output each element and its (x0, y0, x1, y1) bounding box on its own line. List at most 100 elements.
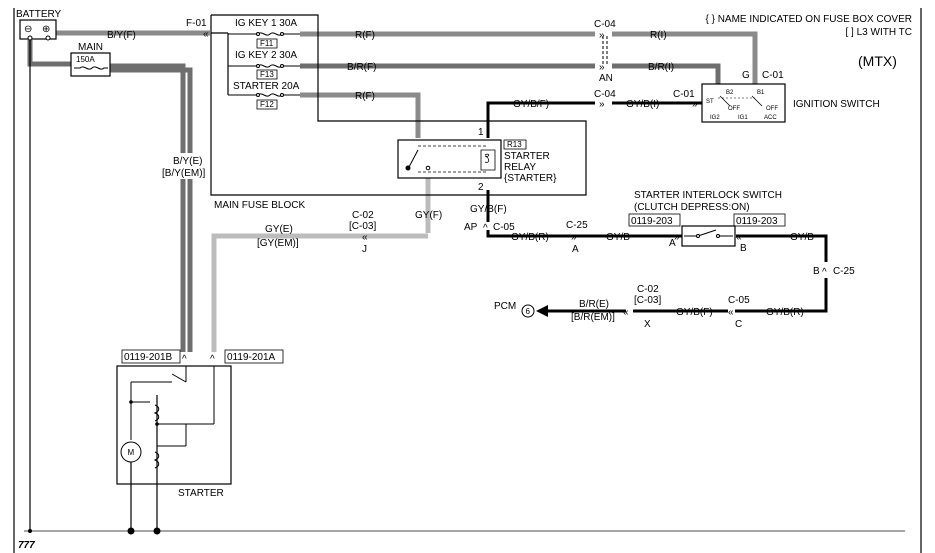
wire-label-c-pin: C (735, 319, 742, 330)
wire-label-gyb-left: GY/B (606, 232, 630, 243)
wire-label-c03-top: [C-03] (349, 221, 376, 232)
main-fuse-label: MAIN (78, 42, 103, 53)
wire-label-bye: B/Y(E) (173, 156, 202, 167)
f11-label: F11 (260, 39, 274, 48)
f13-box (256, 69, 278, 80)
interlock-conn-left-mark: » (674, 232, 680, 243)
battery-neg-icon: ⊖ (24, 24, 32, 35)
r13-label: R13 (507, 140, 522, 149)
connector-c01-mid-mark: » (692, 99, 698, 110)
wire-label-brem: [B/R(EM)] (571, 312, 615, 323)
starter-coil-icon-2 (153, 451, 160, 469)
wire-label-gybi: GY/B(I) (626, 99, 659, 110)
ign-st: ST (706, 99, 714, 105)
starter-fuse-icon (257, 93, 300, 97)
wire-label-an: AN (599, 73, 613, 84)
wire-label-gyf: GY(F) (415, 210, 442, 221)
wire-label-bre: B/R(E) (579, 299, 609, 310)
wire-label-rf-top: R(F) (355, 30, 375, 41)
battery-pos-icon: ⊕ (42, 24, 50, 35)
wire-gybr-left (486, 230, 682, 238)
wire-label-byem: [B/Y(EM)] (162, 168, 206, 179)
wire-label-brf: B/R(F) (347, 62, 376, 73)
connector-c25-left-mark: » (571, 232, 577, 243)
interlock-pin-a: A (669, 238, 676, 249)
connector-f01-mark: « (203, 29, 209, 40)
interlock-switch-arm (697, 229, 717, 237)
pcm-pin-circle (521, 304, 535, 318)
wire-rf-starter (300, 92, 421, 138)
wire-ri (612, 31, 758, 85)
ground-junction-2 (153, 527, 161, 535)
battery-label: BATTERY (16, 9, 62, 20)
connector-c04-brf-mark: » (599, 62, 605, 73)
wire-bri (612, 63, 721, 85)
wire-label-gybf-down: GY/B(F) (470, 204, 507, 215)
starter-conn-b-box (121, 349, 181, 364)
connector-c02-top-mark: « (362, 232, 368, 243)
ig-key2-label: IG KEY 2 30A (235, 50, 297, 61)
wire-label-bri: B/R(I) (648, 62, 674, 73)
wire-label-c04-mid: C-04 (594, 89, 616, 100)
ign-acc: ACC (764, 115, 777, 121)
wire-label-gybf-bottom: GY/B(F) (676, 307, 713, 318)
wire-main-down-2 (110, 67, 193, 352)
connector-c05-right-mark: « (728, 307, 734, 318)
starter-coil-icon-1 (153, 404, 160, 422)
relay-pin2: 2 (478, 182, 484, 193)
wire-label-j: J (362, 244, 367, 255)
relay-coil-icon (480, 149, 496, 171)
connector-c04-mid-mark: » (599, 99, 605, 110)
main-fuse-rating: 150A (76, 55, 95, 64)
f11-box (256, 38, 278, 49)
relay-contact (425, 165, 431, 171)
wire-label-b-right: B (813, 266, 820, 277)
interlock-conn-right-mark: « (736, 232, 742, 243)
battery-neg-terminal (27, 35, 33, 41)
relay-label-1: STARTER (504, 151, 550, 162)
wire-label-ap: AP (464, 222, 478, 233)
ig-key2-fuse-icon (257, 64, 300, 68)
wire-label-c01-mid: C-01 (673, 89, 695, 100)
starter-contact-arm (171, 373, 187, 383)
starter-junction-2 (155, 422, 159, 426)
starter-conn-b-mark: ^ (182, 354, 187, 365)
wire-label-c03-bottom: [C-03] (634, 295, 661, 306)
main-fuse-icon (74, 66, 108, 70)
wire-label-gyb-right: GY/B (790, 232, 814, 243)
ignition-switch-box (701, 83, 786, 123)
ig-key2-fuse-node-a (256, 64, 260, 68)
ign-ig2: IG2 (710, 115, 720, 121)
wire-label-c04-top: C-04 (594, 19, 616, 30)
starter-conn-a-box (224, 349, 284, 364)
interlock-node-b (716, 234, 720, 238)
ground-mark: 777 (18, 540, 35, 551)
relay-switch-node (405, 165, 411, 171)
wire-label-c02-top: C-02 (352, 210, 374, 221)
ign-contact-1 (719, 95, 731, 107)
interlock-label-2: (CLUTCH DEPRESS:ON) (634, 202, 750, 213)
interlock-conn-right: 0119-203 (736, 216, 778, 227)
note-variant: (MTX) (858, 53, 897, 69)
note-brace: { } NAME INDICATED ON FUSE BOX COVER (705, 14, 912, 25)
wire-label-gybr-left: GY/B(R) (511, 232, 549, 243)
wire-label-gybr-right: GY/B(R) (766, 307, 804, 318)
starter-fuse-label: STARTER 20A (233, 81, 300, 92)
interlock-conn-right-box (733, 213, 786, 227)
interlock-node-a (696, 234, 700, 238)
relay-switch-arm (408, 149, 419, 168)
ig-key2-fuse-node-b (280, 64, 284, 68)
connector-f01: F-01 (186, 18, 207, 29)
note-bracket: [ ] L3 WITH TC (846, 27, 913, 38)
interlock-conn-left-box (628, 213, 681, 227)
ground-junction-3 (28, 529, 32, 533)
starter-conn-b: 0119-201B (124, 352, 173, 363)
battery-pos-terminal (45, 35, 51, 41)
ig-key1-label: IG KEY 1 30A (235, 18, 297, 29)
ignition-switch-label: IGNITION SWITCH (793, 99, 880, 110)
wire-label-c01-top: C-01 (762, 70, 784, 81)
wire-label-x: X (644, 319, 651, 330)
main-fuse-block-outline (210, 14, 587, 196)
wire-main-down (110, 63, 186, 352)
ign-off2: OFF (766, 106, 778, 112)
